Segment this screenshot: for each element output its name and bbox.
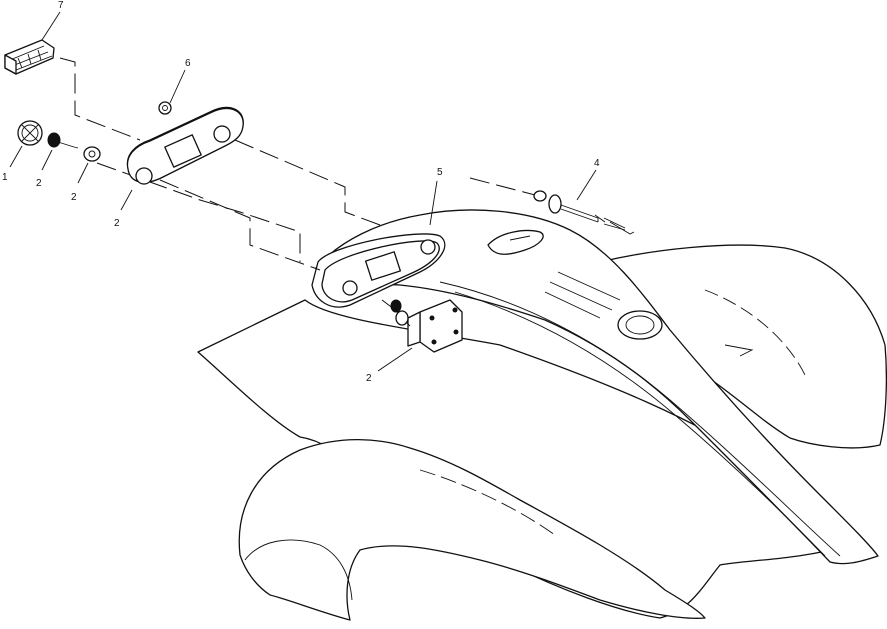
- part-2-washer: [83, 146, 101, 162]
- part-2-bulb: [47, 132, 79, 149]
- part-2-lamp-assembly: [390, 299, 463, 353]
- part-4-bolt: [533, 190, 635, 235]
- callout-6: 6: [185, 58, 191, 69]
- part-1-lamp-socket: [17, 120, 43, 146]
- callout-2-lens: 2: [114, 218, 120, 229]
- callout-2-lamp: 2: [366, 373, 372, 384]
- callout-1: 1: [2, 172, 8, 183]
- callout-2-bulb: 2: [36, 178, 42, 189]
- callout-5: 5: [437, 167, 443, 178]
- callout-4: 4: [594, 158, 600, 169]
- part-7-bracket: [4, 39, 55, 75]
- leader-lines: [9, 11, 597, 372]
- callout-labels: 7 6 1 2 2 2 4 5 2: [2, 0, 600, 384]
- part-2-lens-plate: [126, 107, 244, 185]
- callout-7: 7: [58, 0, 64, 11]
- part-6-nut: [158, 101, 172, 115]
- rear-fender: [197, 209, 887, 621]
- callout-2-washer: 2: [71, 192, 77, 203]
